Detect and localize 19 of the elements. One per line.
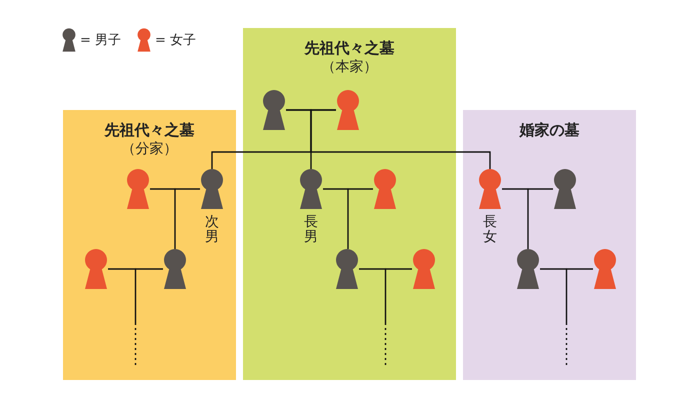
panel-subtitle: （分家）	[122, 140, 178, 159]
descent-line	[134, 268, 163, 365]
panel-title: 先祖代々之墓	[304, 38, 394, 58]
grave-panel	[63, 110, 236, 380]
panel-title: 先祖代々之墓	[104, 120, 194, 140]
family-line	[527, 188, 553, 249]
panel-title: 婚家の墓	[520, 120, 580, 140]
descent-line	[384, 268, 412, 365]
relation-label: 長女	[483, 215, 497, 246]
legend-label: = 男子	[80, 32, 122, 49]
grave-panel	[463, 110, 636, 380]
legend-label: = 女子	[155, 32, 196, 49]
descent-line	[566, 268, 593, 365]
family-line	[174, 188, 200, 249]
grave-panel	[243, 28, 456, 380]
panel-subtitle: （本家）	[322, 58, 378, 77]
relation-label: 次男	[205, 215, 219, 246]
relation-label: 長男	[304, 215, 318, 246]
family-line	[347, 188, 373, 249]
